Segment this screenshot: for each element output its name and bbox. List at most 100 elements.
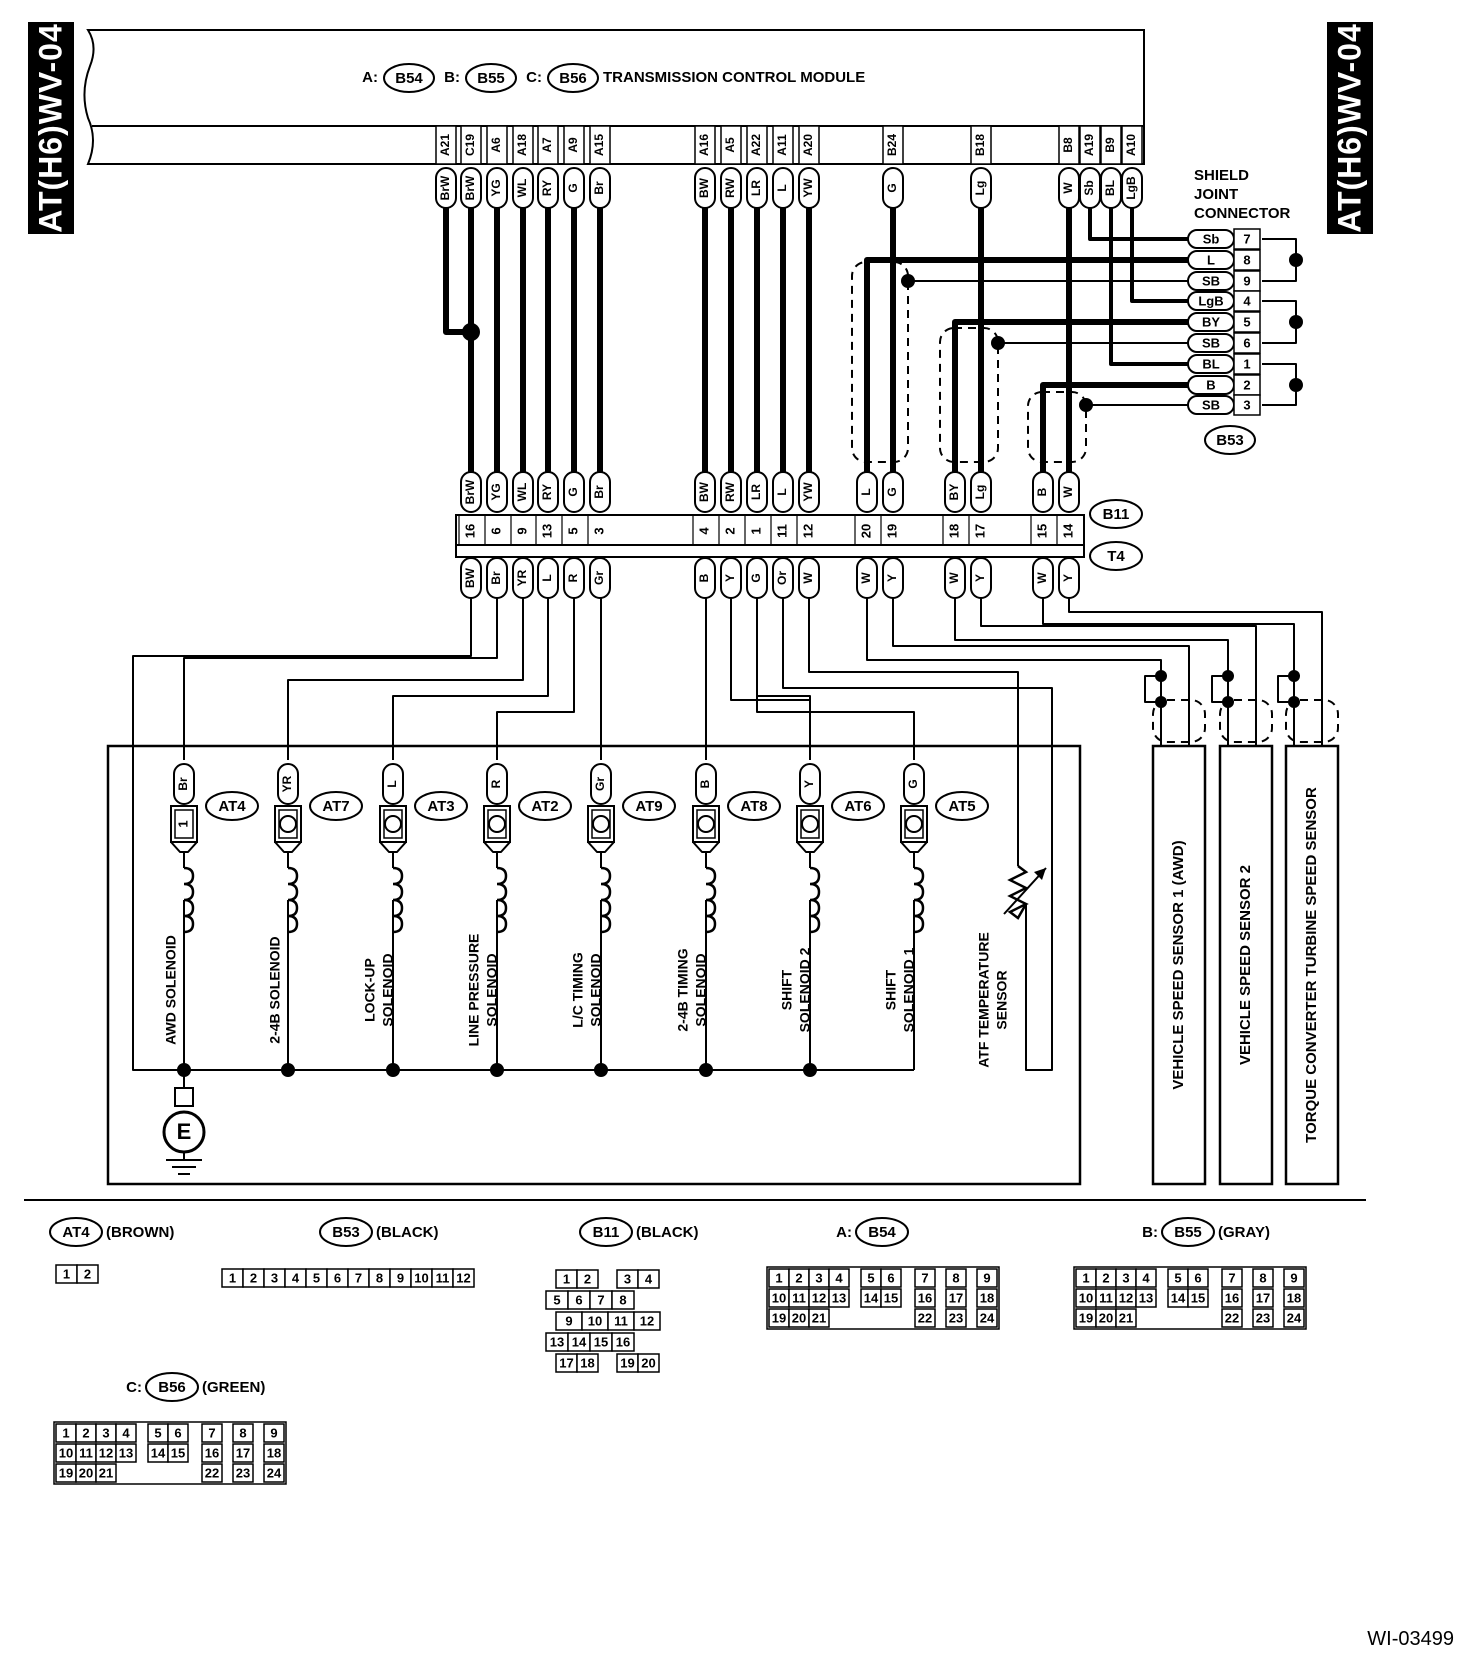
signal-wire xyxy=(183,598,498,760)
tcm-pin-A22: A22 xyxy=(749,134,763,156)
junction-lower-wire xyxy=(694,557,716,599)
solenoid-coil-icon xyxy=(287,866,299,934)
junction-lower-wire-label: W xyxy=(947,572,961,584)
tcm-wire-A5 xyxy=(720,167,742,209)
speed-sensor-box xyxy=(1284,744,1340,1186)
junction-upper-wire-label: Br xyxy=(592,485,606,499)
b55-pin xyxy=(1283,1268,1305,1288)
component-wire-AT8 xyxy=(695,763,717,805)
speed-sensor-drain xyxy=(1211,675,1228,703)
tcm-pin-B9: B9 xyxy=(1103,137,1117,153)
junction-pin-14: 14 xyxy=(1060,523,1075,538)
shield-joint-pin-label: 1 xyxy=(1243,356,1250,371)
b56-pin-label: 11 xyxy=(79,1445,93,1460)
b11-pin-label: 16 xyxy=(616,1334,630,1349)
component-id-AT2 xyxy=(518,791,572,821)
junction-upper-wire xyxy=(563,471,585,513)
b54-pin-label: 7 xyxy=(921,1270,928,1285)
tcm-wire-A9 xyxy=(563,167,585,209)
tcm-pin-A9: A9 xyxy=(566,137,580,153)
junction-upper-wire xyxy=(772,471,794,513)
component-name-AT2: LINE PRESSURE xyxy=(466,934,482,1047)
solenoid-coil-icon xyxy=(913,866,925,934)
b55-pin xyxy=(1221,1268,1243,1288)
shield-wire-b xyxy=(1040,382,1188,472)
tcm-pin-A11: A11 xyxy=(775,134,789,156)
tcm-wire-A18 xyxy=(512,167,534,209)
shield-wire-lgb xyxy=(1130,208,1188,303)
signal-wire xyxy=(756,598,915,760)
component-pin-icon xyxy=(592,815,610,833)
b55-pin-label: 20 xyxy=(1099,1310,1113,1325)
junction-upper-wire-label: RW xyxy=(723,481,737,501)
component-connector-foot xyxy=(900,841,928,853)
shield-joint-wire-label: LgB xyxy=(1198,293,1223,308)
junction-lower-wire xyxy=(746,557,768,599)
tcm-pin-A7: A7 xyxy=(540,137,554,153)
shield-joint-pin-label: 3 xyxy=(1243,397,1250,412)
b56-pin-label: 13 xyxy=(119,1445,133,1460)
b56-pin-label: 23 xyxy=(236,1465,250,1480)
b55-pin-label: 18 xyxy=(1287,1290,1301,1305)
shield-joint-title: JOINT xyxy=(1194,186,1238,203)
junction-lower-wire xyxy=(882,557,904,599)
tcm-wire-C19-label: BrW xyxy=(463,175,477,200)
component-wire-AT6 xyxy=(799,763,821,805)
signal-wire xyxy=(705,597,707,760)
connector-view-id-B55 xyxy=(1161,1217,1215,1247)
junction-lower-wire-label: Or xyxy=(775,571,789,585)
ground-bus-dot xyxy=(177,1063,191,1077)
junction-id-upper xyxy=(1089,499,1143,529)
component-name-AT7: 2-4B SOLENOID xyxy=(267,936,283,1043)
shield-joint-bus-dot xyxy=(1289,315,1303,329)
connector-view-id-AT4 xyxy=(49,1217,103,1247)
b56-pin xyxy=(263,1423,285,1443)
b56-pin-label: 21 xyxy=(99,1465,113,1480)
junction-upper-wire xyxy=(589,471,611,513)
b11-pin-label: 8 xyxy=(619,1292,626,1307)
ground-connector xyxy=(174,1087,194,1107)
b56-pin-label: 7 xyxy=(208,1425,215,1440)
b55-pin-label: 17 xyxy=(1256,1290,1270,1305)
b55-pin-label: 14 xyxy=(1171,1290,1186,1305)
signal-wire xyxy=(496,598,575,760)
atf-sensor-name: ATF TEMPERATURE xyxy=(976,932,992,1068)
b53-pin-label: 5 xyxy=(313,1270,320,1285)
b54-pin xyxy=(828,1288,850,1308)
b55-pin xyxy=(1252,1308,1274,1328)
shield-wire-l xyxy=(864,257,1188,472)
b55-pin xyxy=(1135,1268,1157,1288)
component-name-AT9: SOLENOID xyxy=(588,953,604,1026)
solenoid-coil-icon xyxy=(496,866,508,934)
component-name-AT4: AWD SOLENOID xyxy=(163,935,179,1045)
junction-lower-wire xyxy=(720,557,742,599)
shield-joint-pin-cell xyxy=(1233,311,1261,333)
component-pin-icon xyxy=(384,815,402,833)
tcm-pin-cell xyxy=(1121,125,1143,165)
b11-pin-label: 14 xyxy=(572,1334,587,1349)
shield-joint-pin-cell xyxy=(1233,249,1261,271)
junction-lower-wire xyxy=(970,557,992,599)
at4-pin-label: 2 xyxy=(84,1266,91,1281)
tcm-wire-A19-label: Sb xyxy=(1082,180,1096,195)
tcm-pin-cell xyxy=(1100,125,1122,165)
b11-pin xyxy=(576,1353,599,1373)
tcm-connector-prefix: A: xyxy=(362,69,378,86)
solenoid-coil-icon xyxy=(705,866,717,934)
speed-sensor-name: VEHICLE SPEED SENSOR 2 xyxy=(1237,865,1254,1065)
junction-upper-wire-label: YW xyxy=(801,482,815,502)
tcm-pin-cell xyxy=(882,125,904,165)
thermistor-icon xyxy=(1007,865,1029,920)
junction-pin-1: 1 xyxy=(748,527,763,534)
b56-pin-label: 17 xyxy=(236,1445,250,1460)
junction-lower-wire-label: W xyxy=(1035,572,1049,584)
component-pin-icon xyxy=(488,815,506,833)
shield-joint-title: SHIELD xyxy=(1194,167,1249,184)
shield-joint-id xyxy=(1204,425,1256,455)
shield-joint-pin-label: 4 xyxy=(1243,293,1251,308)
shield-wire-bl xyxy=(1109,208,1188,366)
component-pin-icon xyxy=(697,815,715,833)
junction-lower-wire-label: B xyxy=(697,573,711,582)
tcm-wire-A21 xyxy=(435,167,457,209)
b54-pin-label: 20 xyxy=(792,1310,806,1325)
